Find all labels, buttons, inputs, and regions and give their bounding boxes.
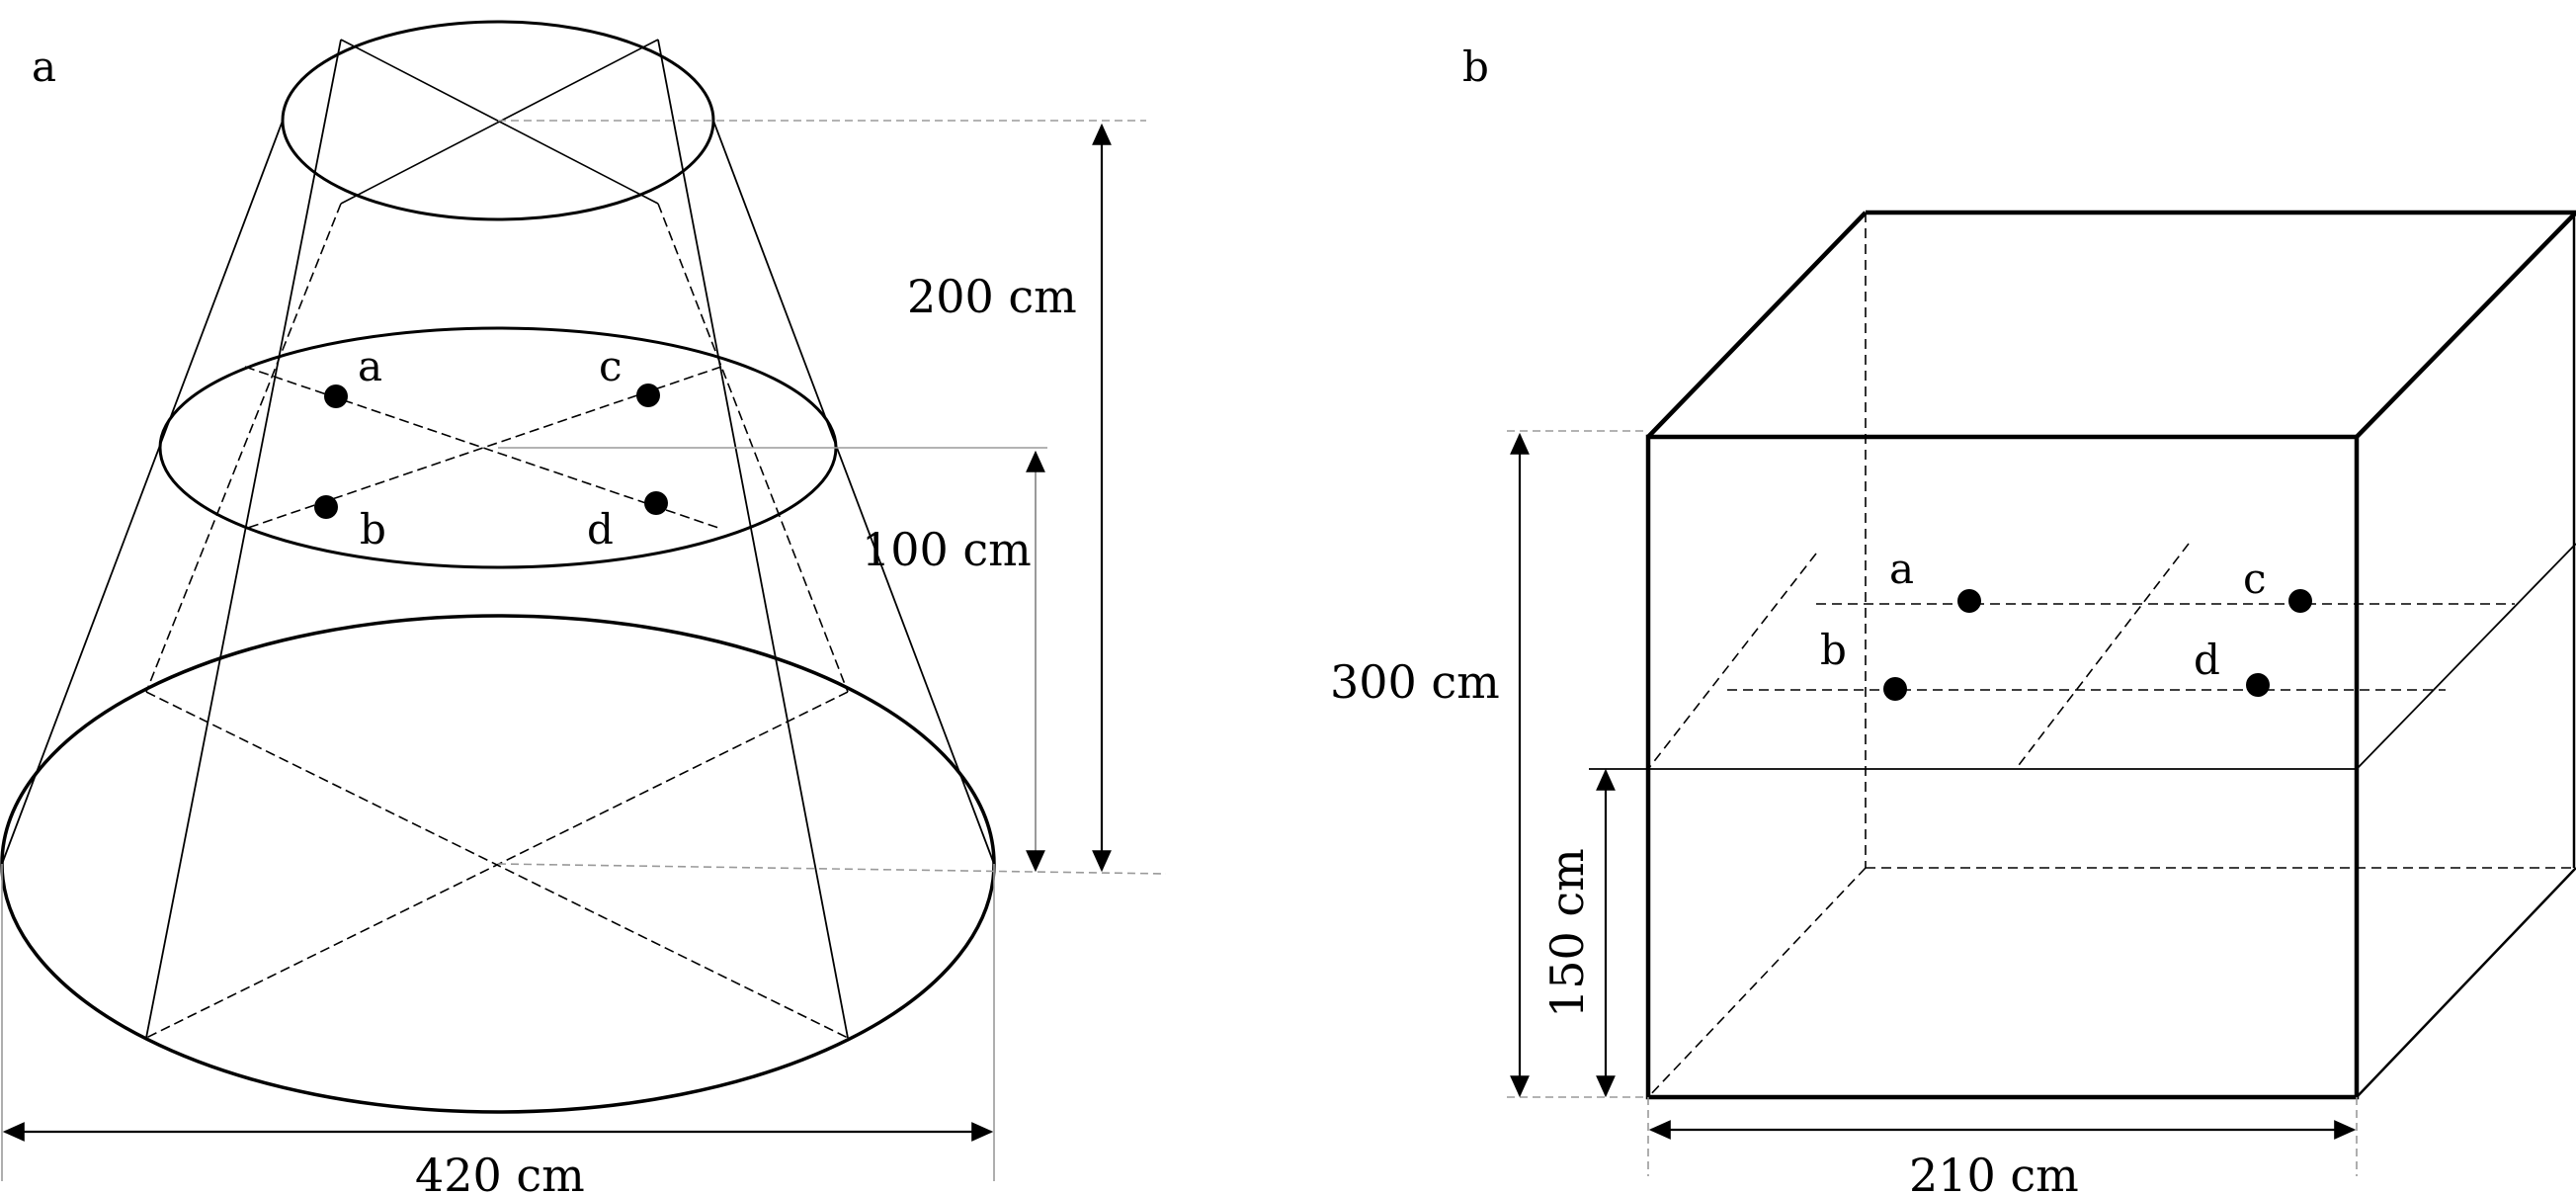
box-edges [1645, 210, 2576, 1100]
cone-point-d [644, 491, 668, 515]
box-point-b [1883, 677, 1907, 701]
cone-point-c [636, 384, 660, 407]
panel-a-cone: a [0, 20, 1167, 1195]
box-point-c [2288, 589, 2312, 613]
dim-label-210: 210 cm [1909, 1149, 2079, 1195]
dim-label-100: 100 cm [862, 523, 1032, 576]
cone-outer-slants [1, 39, 995, 1039]
box-point-c-label: c [2243, 555, 2267, 603]
box-guide-lines [1507, 430, 2358, 1176]
box-mid-plane [1647, 543, 2515, 770]
box-point-d-label: d [2194, 636, 2220, 684]
dim-label-420: 420 cm [415, 1149, 585, 1195]
cone-top-diagonals [340, 39, 659, 205]
cone-point-a-label: a [358, 342, 382, 390]
panel-b-label: b [1462, 43, 1489, 91]
panel-b-box: b [1330, 43, 2576, 1195]
cone-point-d-label: d [587, 505, 614, 554]
box-point-a [1957, 589, 1981, 613]
box-point-a-label: a [1889, 545, 1914, 593]
panel-a-label: a [32, 43, 56, 91]
dim-label-150: 150 cm [1540, 848, 1594, 1018]
box-point-d [2246, 673, 2270, 697]
cone-base-diagonals [145, 691, 849, 1039]
box-point-b-label: b [1820, 626, 1847, 674]
box-hidden-edges [1647, 213, 2576, 1098]
cone-point-b-label: b [360, 505, 386, 554]
cone-guide-lines [1, 120, 1167, 1181]
cone-point-c-label: c [599, 342, 623, 390]
cone-point-a [324, 384, 348, 408]
dim-label-200: 200 cm [907, 270, 1077, 323]
cone-point-b [314, 495, 338, 519]
dim-label-300: 300 cm [1330, 655, 1500, 709]
